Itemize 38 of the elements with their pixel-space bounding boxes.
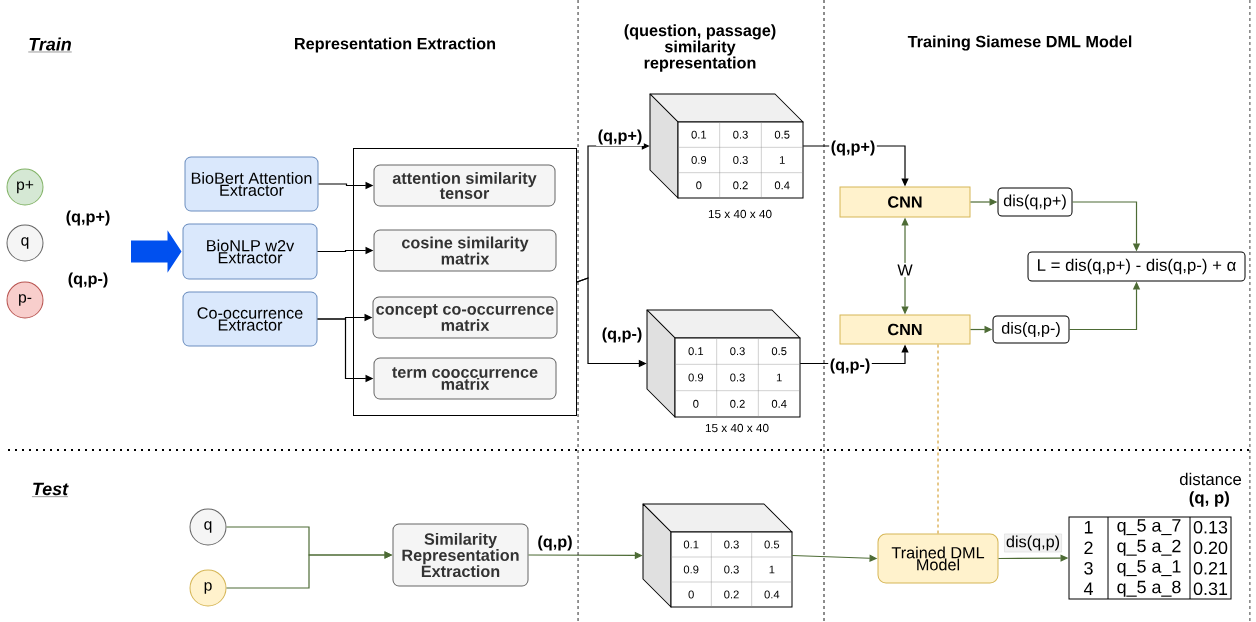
extractor-box: BioBert Attention Extractor bbox=[184, 156, 319, 212]
section-heading: Training Siamese DML Model bbox=[907, 35, 1132, 51]
edge-label: dis(q,p) bbox=[1004, 533, 1062, 553]
column-heading: distance bbox=[1179, 472, 1242, 486]
heading: Test bbox=[31, 482, 69, 497]
column-heading: (q, p) bbox=[1189, 491, 1229, 507]
distance-box: dis(q,p-) bbox=[992, 315, 1070, 344]
edge-label: (q,p) bbox=[535, 533, 575, 553]
edge-label: (q,p-) bbox=[828, 356, 872, 376]
tensor-cube: 0.1 0.3 0.5 0.9 0.3 1 0 0.2 0.4 bbox=[642, 503, 793, 608]
cnn-box: CNN bbox=[839, 314, 971, 345]
edge-label: (q,p-) bbox=[600, 325, 644, 345]
container-box bbox=[353, 148, 577, 416]
edge-label: (q,p+) bbox=[596, 127, 644, 147]
tensor-cube: 0.1 0.3 0.5 0.9 0.3 1 0 0.2 0.4 bbox=[649, 93, 804, 199]
result-table: 1 q_5 a_7 0.13 2 q_5 a_2 0.20 3 q_5 a_1 0.21 4 q_5 a_8 0.31 bbox=[1068, 516, 1232, 600]
loss-box: L = dis(q,p+) - dis(q,p-) + α bbox=[1027, 251, 1246, 282]
representation-box: cosine similarity matrix bbox=[373, 229, 557, 272]
pair-label: (q,p-) bbox=[68, 272, 108, 288]
representation-box: concept co-occurrence matrix bbox=[372, 296, 558, 339]
edge-label: (q,p+) bbox=[829, 138, 877, 158]
representation-box: attention similarity tensor bbox=[373, 164, 556, 207]
heading: Train bbox=[28, 37, 72, 53]
representation-box: term cooccurrence matrix bbox=[373, 357, 557, 400]
tensor-cube: 0.1 0.3 0.5 0.9 0.3 1 0 0.2 0.4 bbox=[646, 309, 801, 418]
section-heading: (question, passage) similarity representation bbox=[624, 24, 776, 72]
connector-line bbox=[937, 343, 939, 535]
size-label: 15 x 40 x 40 bbox=[708, 209, 772, 219]
model-box: Trained DML Model bbox=[877, 533, 999, 584]
size-label: 15 x 40 x 40 bbox=[705, 423, 769, 433]
extraction-box: Similarity Representation Extraction bbox=[392, 523, 529, 587]
edge-label: W bbox=[895, 262, 915, 278]
cnn-box: CNN bbox=[839, 186, 971, 218]
section-heading: Representation Extraction bbox=[295, 37, 496, 53]
distance-box: dis(q,p+) bbox=[997, 187, 1073, 217]
pair-label: (q,p+) bbox=[66, 210, 110, 226]
extractor-box: Co-occurrence Extractor bbox=[182, 291, 318, 347]
extractor-box: BioNLP w2v Extractor bbox=[182, 223, 318, 280]
